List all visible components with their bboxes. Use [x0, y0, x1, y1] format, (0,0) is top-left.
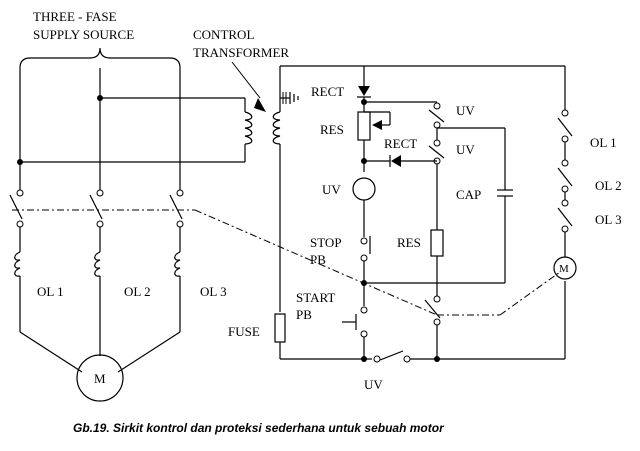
- control-transformer: [231, 61, 299, 312]
- supply-label-1: THREE - FASE: [33, 9, 117, 24]
- rect-mid-label: RECT: [384, 136, 417, 151]
- ol1-right-label: OL 1: [590, 135, 617, 150]
- bottom-bus: [373, 281, 566, 363]
- ol-contacts-right: [553, 109, 577, 280]
- rectifier-mid: [361, 155, 437, 167]
- ol1-left-label: OL 1: [37, 284, 64, 299]
- uv-coil-label: UV: [322, 182, 341, 197]
- ol2-left-label: OL 2: [124, 284, 151, 299]
- transformer-label-2: TRANSFORMER: [193, 45, 289, 60]
- ol2-right-label: OL 2: [595, 178, 622, 193]
- uv-switch-top-label: UV: [456, 103, 475, 118]
- uv-switch-mid-label: UV: [456, 142, 475, 157]
- ol3-left-label: OL 3: [200, 284, 227, 299]
- fuse-label: FUSE: [228, 324, 260, 339]
- res-top-label: RES: [320, 122, 344, 137]
- transformer-label-1: CONTROL: [193, 27, 254, 42]
- ol3-right-label: OL 3: [595, 212, 622, 227]
- uv-bus: [364, 101, 506, 230]
- stop-pb: [360, 236, 371, 306]
- motor-big-circle: [76, 354, 124, 402]
- start-label-1: START: [296, 290, 335, 305]
- capacitor: [364, 189, 513, 284]
- motor-small-label: M: [559, 263, 569, 275]
- supply-label-2: SUPPLY SOURCE: [33, 27, 134, 42]
- stop-label-1: STOP: [310, 235, 342, 250]
- uv-coil: [352, 177, 376, 237]
- stop-label-2: PB: [310, 252, 326, 267]
- rectifier-top: [357, 66, 371, 112]
- supply-lines: [17, 68, 246, 190]
- res-right: [430, 229, 444, 296]
- res-top: [357, 111, 391, 172]
- cap-label: CAP: [456, 187, 481, 202]
- motor-big-label: M: [94, 371, 106, 386]
- uv-bottom-label: UV: [364, 377, 383, 392]
- fuse: [274, 313, 372, 360]
- control-frame: [279, 65, 566, 110]
- uv-hold-contact: [424, 295, 441, 362]
- main-contacts: [9, 189, 184, 252]
- res-right-label: RES: [397, 235, 421, 250]
- figure-caption: Gb.19. Sirkit kontrol dan proteksi seder…: [73, 421, 445, 435]
- mechanical-linkage: [12, 209, 561, 316]
- start-pb: [342, 306, 368, 362]
- motor-circuit: [19, 331, 181, 402]
- supply-brace: [19, 47, 181, 69]
- rect-top-label: RECT: [311, 84, 344, 99]
- overload-heaters: [14, 251, 181, 356]
- start-label-2: PB: [296, 307, 312, 322]
